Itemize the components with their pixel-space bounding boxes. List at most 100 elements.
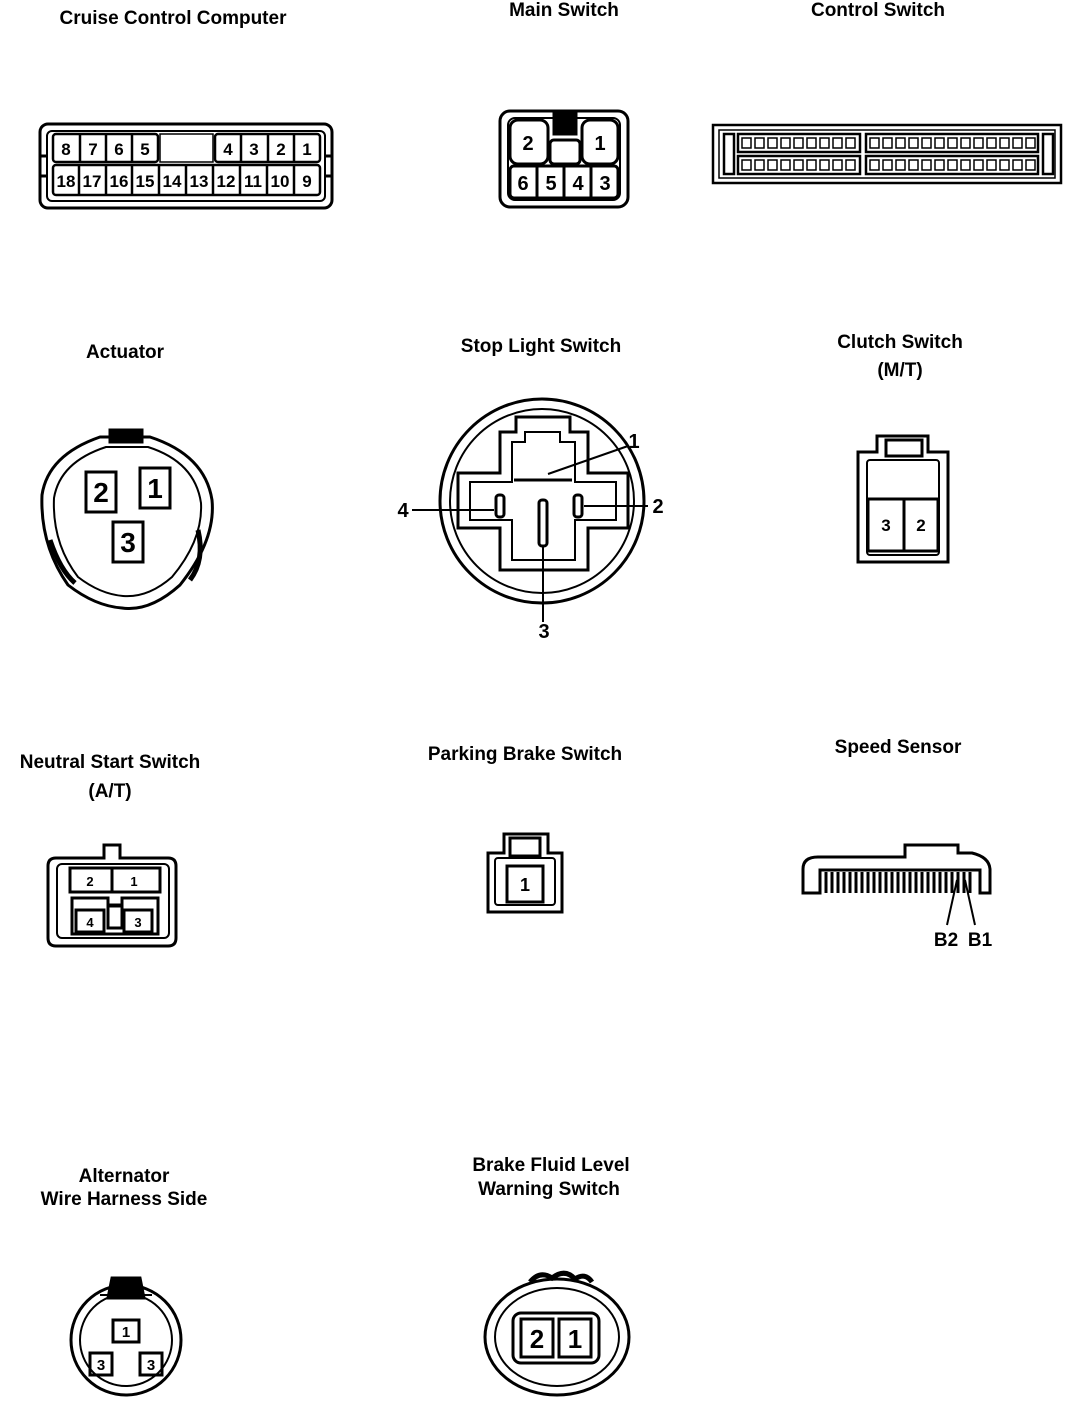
cruise-pin: 2 (276, 140, 285, 159)
control-switch-cell (819, 159, 830, 171)
control-switch-cell (806, 159, 817, 171)
control-switch-cell (780, 159, 791, 171)
control-switch-cell (1012, 159, 1023, 171)
control-switch-cell (741, 137, 752, 149)
control-switch-cell (882, 137, 893, 149)
actuator-title: Actuator (85, 342, 165, 363)
neutral-pin: 2 (86, 874, 93, 889)
cruise-pin: 3 (249, 140, 258, 159)
neutral-pin: 4 (86, 915, 94, 930)
control-switch-cell (921, 159, 932, 171)
control-switch-cell (882, 159, 893, 171)
control-switch-cell (973, 137, 984, 149)
alternator-pin: 3 (97, 1357, 105, 1374)
control-switch-cell (986, 159, 997, 171)
control-switch-cell (819, 137, 830, 149)
brake-fluid-pin: 2 (530, 1324, 544, 1354)
control-switch-cell (921, 137, 932, 149)
control-switch-cell (869, 137, 880, 149)
cruise-pin: 16 (110, 172, 129, 191)
control-switch-cell (793, 137, 804, 149)
clutch-pin: 3 (881, 516, 890, 535)
brake-fluid-subtitle: Warning Switch (478, 1179, 620, 1200)
speed-sensor-title: Speed Sensor (834, 737, 962, 758)
control-switch-cell (845, 159, 856, 171)
control-switch-cell (1025, 137, 1036, 149)
control-switch-cell (934, 137, 945, 149)
actuator-pin: 1 (147, 473, 163, 504)
alternator-pin: 3 (147, 1357, 155, 1374)
control-switch-cell (986, 137, 997, 149)
cruise-pin: 18 (57, 172, 76, 191)
control-switch-cell (832, 137, 843, 149)
control-switch-cell (908, 159, 919, 171)
control-switch-cell (767, 137, 778, 149)
control-switch-cell (806, 137, 817, 149)
cruise-pin: 8 (61, 140, 70, 159)
control-switch-cell (1012, 137, 1023, 149)
stop-light-pin: 3 (538, 621, 549, 643)
neutral-start-switch-subtitle: (A/T) (88, 781, 132, 802)
cruise-pin: 10 (271, 172, 290, 191)
control-switch-cell (832, 159, 843, 171)
control-switch-cell (960, 159, 971, 171)
stop-light-switch-title: Stop Light Switch (460, 336, 622, 357)
stop-light-pin: 1 (628, 431, 639, 453)
neutral-pin: 1 (130, 874, 137, 889)
control-switch-cell (999, 137, 1010, 149)
control-switch-cell (999, 159, 1010, 171)
actuator-pin: 2 (93, 477, 109, 508)
cruise-pin: 12 (217, 172, 236, 191)
cruise-pin: 13 (190, 172, 209, 191)
stop-light-pin: 2 (652, 496, 663, 518)
cruise-pin: 14 (163, 172, 182, 191)
control-switch-cell (754, 159, 765, 171)
control-switch-cell (1025, 159, 1036, 171)
control-switch-cell (780, 137, 791, 149)
clutch-switch-subtitle: (M/T) (877, 360, 923, 381)
control-switch-cell (947, 137, 958, 149)
cruise-pin: 6 (114, 140, 123, 159)
clutch-switch-title: Clutch Switch (837, 332, 963, 353)
alternator-pin: 1 (122, 1324, 130, 1341)
speed-sensor-pin-b2: B2 (934, 930, 958, 951)
control-switch-cell (895, 137, 906, 149)
alternator-subtitle: Wire Harness Side (40, 1189, 208, 1210)
control-switch-cell (908, 137, 919, 149)
control-switch-cell (845, 137, 856, 149)
brake-fluid-title: Brake Fluid Level (472, 1155, 630, 1176)
control-switch-cell (960, 137, 971, 149)
brake-fluid-pin: 1 (568, 1324, 582, 1354)
neutral-start-switch-title: Neutral Start Switch (19, 752, 201, 773)
parking-brake-switch-title: Parking Brake Switch (427, 744, 623, 765)
cruise-control-computer-title: Cruise Control Computer (59, 8, 287, 29)
control-switch-title: Control Switch (810, 0, 946, 21)
main-switch-pin: 1 (594, 133, 605, 155)
control-switch-cell (973, 159, 984, 171)
control-switch-cell (934, 159, 945, 171)
cruise-pin: 9 (302, 172, 311, 191)
stop-light-pin: 4 (397, 500, 409, 522)
main-switch-pin: 2 (522, 133, 533, 155)
control-switch-cell (767, 159, 778, 171)
main-switch-pin: 6 (517, 173, 528, 195)
cruise-pin: 4 (223, 140, 233, 159)
control-switch-cell (741, 159, 752, 171)
control-switch-cell (895, 159, 906, 171)
clutch-pin: 2 (916, 516, 925, 535)
main-switch-pin: 4 (572, 173, 584, 195)
neutral-pin: 3 (134, 915, 141, 930)
parking-pin: 1 (520, 875, 530, 895)
main-switch-pin: 3 (599, 173, 610, 195)
actuator-pin: 3 (120, 527, 136, 558)
cruise-pin: 1 (302, 140, 311, 159)
cruise-pin: 7 (88, 140, 97, 159)
alternator-title: Alternator (78, 1166, 170, 1187)
control-switch-cell (793, 159, 804, 171)
cruise-pin: 15 (136, 172, 155, 191)
speed-sensor-pin-b1: B1 (968, 930, 993, 951)
control-switch-cell (869, 159, 880, 171)
main-switch-pin: 5 (545, 173, 556, 195)
cruise-pin: 5 (140, 140, 149, 159)
cruise-pin: 17 (83, 172, 102, 191)
